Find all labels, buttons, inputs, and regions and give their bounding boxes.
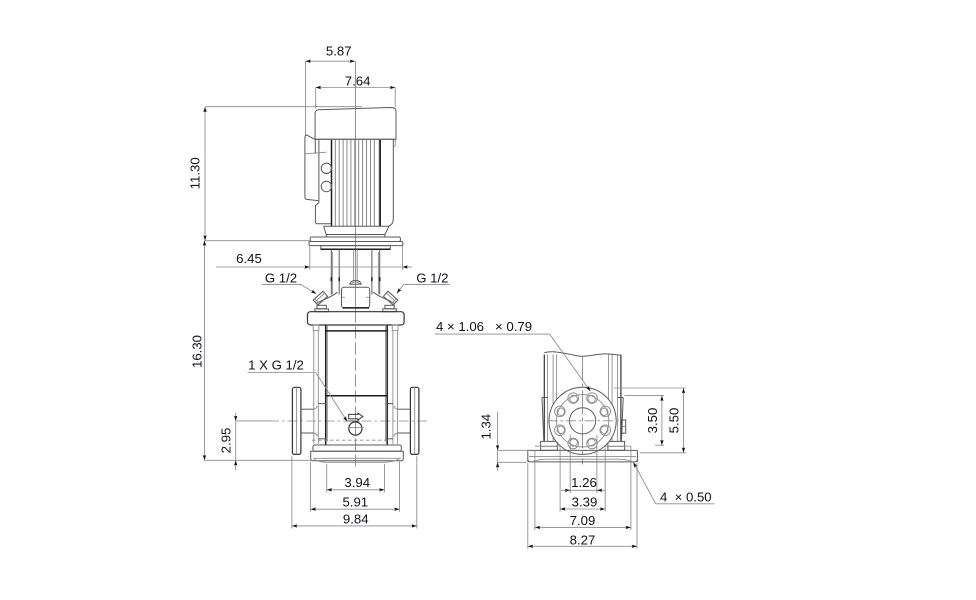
svg-text:11.30: 11.30 — [188, 157, 203, 189]
svg-text:3.94: 3.94 — [344, 475, 370, 490]
svg-text:4 × 0.50: 4 × 0.50 — [660, 489, 712, 504]
svg-text:G 1/2: G 1/2 — [265, 271, 297, 286]
svg-text:7.09: 7.09 — [570, 513, 596, 528]
svg-text:8.27: 8.27 — [570, 532, 596, 547]
svg-text:3.39: 3.39 — [572, 494, 598, 509]
svg-text:5.87: 5.87 — [326, 43, 352, 58]
svg-text:1.26: 1.26 — [571, 475, 597, 490]
svg-text:5.50: 5.50 — [667, 408, 682, 434]
svg-text:2.95: 2.95 — [219, 428, 234, 454]
svg-text:5.91: 5.91 — [342, 494, 368, 509]
svg-text:6.45: 6.45 — [236, 251, 262, 266]
svg-text:3.50: 3.50 — [645, 408, 660, 434]
svg-text:7.64: 7.64 — [345, 73, 371, 88]
svg-text:16.30: 16.30 — [190, 335, 205, 368]
svg-text:9.84: 9.84 — [343, 511, 369, 526]
svg-text:4 × 1.06 × 0.79: 4 × 1.06 × 0.79 — [436, 319, 532, 334]
svg-text:1.34: 1.34 — [479, 414, 494, 440]
svg-text:G 1/2: G 1/2 — [416, 271, 448, 286]
svg-text:1 X G 1/2: 1 X G 1/2 — [248, 358, 304, 373]
